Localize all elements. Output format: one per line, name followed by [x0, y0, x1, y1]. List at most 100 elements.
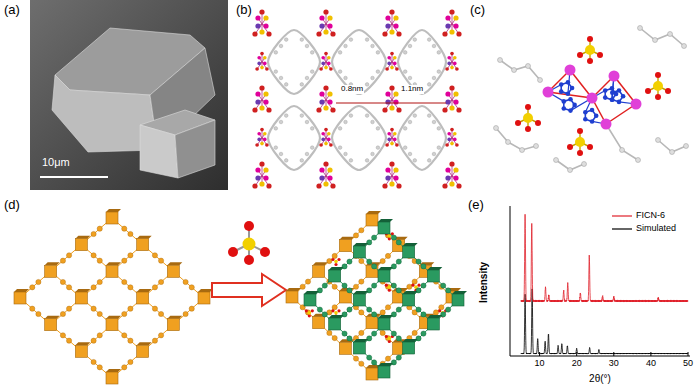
legend-text: FICN-6 [636, 211, 665, 221]
crystal-structure [349, 114, 353, 118]
interpenetrated-net [342, 283, 347, 288]
sem-image [30, 0, 228, 190]
topology-net [106, 319, 118, 331]
topology-net [106, 369, 121, 372]
sem-image [30, 0, 228, 190]
crystal-structure [321, 62, 325, 66]
crystal-structure [259, 9, 264, 14]
crystal-structure [310, 146, 314, 150]
interpenetrated-net [359, 330, 364, 335]
interpenetrated-net [342, 264, 347, 269]
crystal-structure [263, 138, 267, 142]
crystal-structure [305, 120, 309, 124]
crystal-structure [393, 138, 397, 142]
crystal-structure [376, 70, 380, 74]
interpenetrated-net [311, 309, 314, 312]
interpenetrated-net [380, 258, 385, 263]
crystal-structure [300, 159, 304, 163]
dimension-line [336, 103, 446, 104]
crystal-structure [450, 66, 454, 70]
interpenetrated-net [378, 267, 393, 270]
cluster-structure [587, 58, 593, 64]
topology-net [66, 306, 71, 311]
crystal-structure [445, 23, 450, 28]
crystal-structure [259, 29, 264, 34]
crystal-structure [274, 51, 278, 55]
interpenetrated-net [327, 258, 332, 263]
topology-net [97, 258, 102, 263]
topology-net [137, 342, 152, 345]
cluster-structure [610, 97, 615, 102]
crystal-structure [323, 161, 328, 166]
crystal-structure [300, 38, 304, 42]
interpenetrated-net [332, 335, 337, 340]
interpenetrated-net [353, 233, 358, 238]
crystal-structure [338, 70, 342, 74]
crystal-structure [449, 85, 454, 90]
interpenetrated-net [385, 284, 388, 287]
crystal-structure [393, 91, 398, 96]
interpenetrated-net [378, 363, 393, 366]
cluster-structure [609, 71, 620, 82]
crystal-structure [390, 142, 394, 146]
interpenetrated-net [421, 312, 426, 317]
crystal-structure [445, 167, 450, 172]
crystal-structure [279, 120, 283, 124]
crystal-structure [449, 29, 454, 34]
crystal-structure [385, 23, 390, 28]
crystal-structure [393, 167, 398, 172]
topology-net [152, 253, 157, 258]
topology-net [75, 342, 90, 345]
cluster-structure [526, 64, 531, 69]
interpenetrated-net [342, 312, 347, 317]
crystal-structure [319, 175, 324, 180]
crystal-structure [447, 62, 451, 66]
crystal-structure [398, 30, 446, 94]
topology-net [128, 285, 133, 290]
interpenetrated-net [359, 258, 364, 263]
cluster-structure [610, 97, 615, 102]
crystal-structure [327, 167, 332, 172]
topology-net [122, 258, 127, 263]
topology-net [189, 285, 194, 290]
interpenetrated-net [403, 246, 415, 258]
interpenetrated-net [353, 294, 365, 306]
topology-net [45, 316, 60, 319]
crystal-structure [456, 107, 461, 112]
topology-net [158, 279, 163, 284]
interpenetrated-net [347, 336, 352, 341]
crystal-structure [316, 31, 321, 36]
crystal-structure [330, 183, 335, 188]
crystal-structure [259, 161, 264, 166]
topology-net [91, 285, 96, 290]
crystal-structure [449, 161, 454, 166]
crystal-structure [324, 128, 328, 132]
crystal-structure [382, 107, 387, 112]
topology-net [158, 333, 163, 338]
topology-net [97, 311, 102, 316]
crystal-structure [408, 152, 412, 156]
cluster-structure [590, 119, 595, 124]
crystal-structure [327, 56, 331, 60]
topology-net [122, 365, 127, 370]
crystal-structure [257, 62, 261, 66]
topology-net [106, 265, 118, 277]
crystal-structure [338, 146, 342, 150]
crystal-structure [255, 175, 260, 180]
crystal-structure [393, 56, 397, 60]
interpenetrated-net [366, 317, 378, 329]
cluster-structure [496, 128, 536, 150]
crystal-structure [305, 76, 309, 80]
cluster-structure [655, 94, 661, 100]
interpenetrated-net [317, 307, 322, 312]
interpenetrated-net [411, 284, 414, 287]
crystal-structure [316, 183, 321, 188]
crystal-structure [447, 56, 451, 60]
crystal-structure [327, 91, 332, 96]
crystal-structure [385, 67, 389, 71]
interpenetrated-net [388, 337, 392, 341]
interpenetrated-net [366, 214, 378, 226]
topology-net [45, 265, 57, 277]
topology-net [137, 292, 149, 304]
